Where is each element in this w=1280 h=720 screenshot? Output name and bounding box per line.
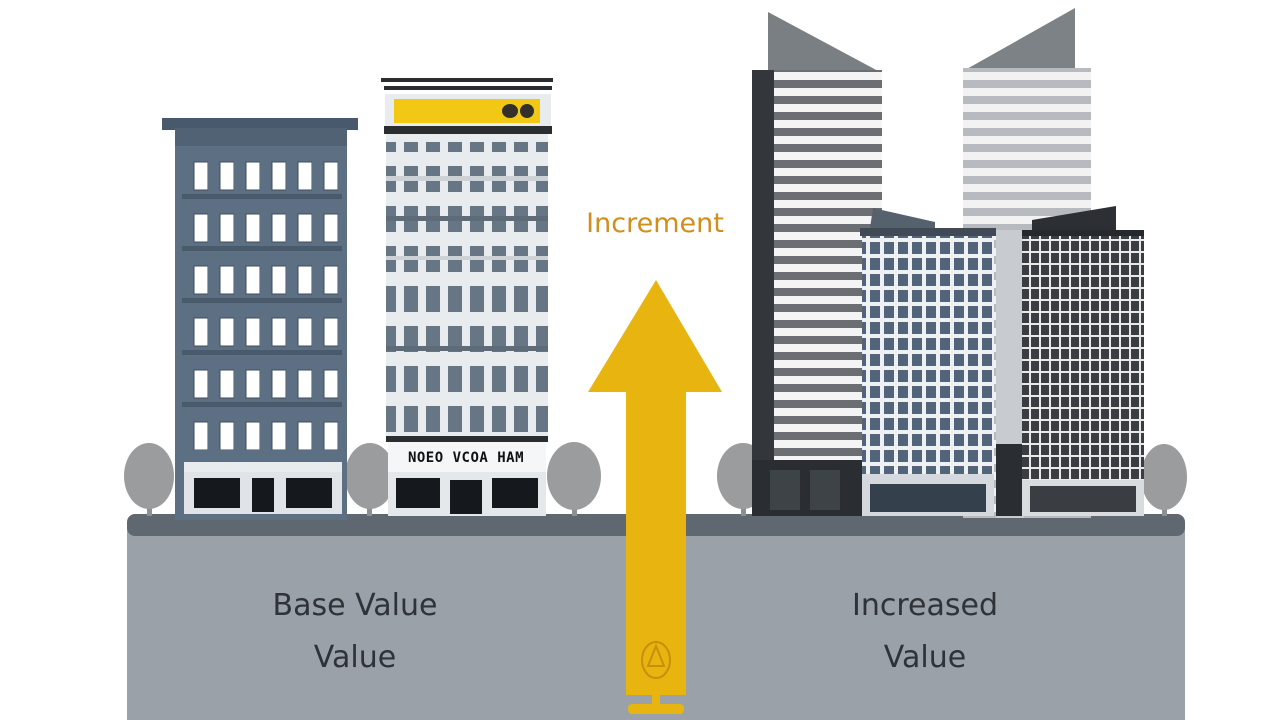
- increased-value-label: Increased Value: [775, 580, 1075, 684]
- tree-icon: [345, 443, 395, 516]
- building-blue-brick: [162, 118, 358, 520]
- base-value-line-2: Value: [313, 640, 397, 675]
- tree-icon: [124, 443, 174, 516]
- base-value-line-1: Base Value: [272, 588, 438, 623]
- arrow-up-icon: [588, 280, 722, 714]
- increment-label: Increment: [586, 208, 724, 239]
- storefront-sign-text: NOEO VCOA HAM: [407, 450, 525, 466]
- building-grey-sign: [381, 78, 553, 516]
- tree-icon: [547, 442, 601, 516]
- increased-value-line-2: Value: [883, 640, 967, 675]
- base-value-label: Base Value Value: [205, 580, 505, 684]
- tower-dark: [752, 12, 882, 516]
- lock-icon: [502, 104, 534, 118]
- tree-icon: [1141, 444, 1187, 516]
- increased-value-line-1: Increased: [851, 588, 998, 623]
- office-dark-grid: [996, 206, 1144, 518]
- office-blue-grid: [860, 208, 996, 516]
